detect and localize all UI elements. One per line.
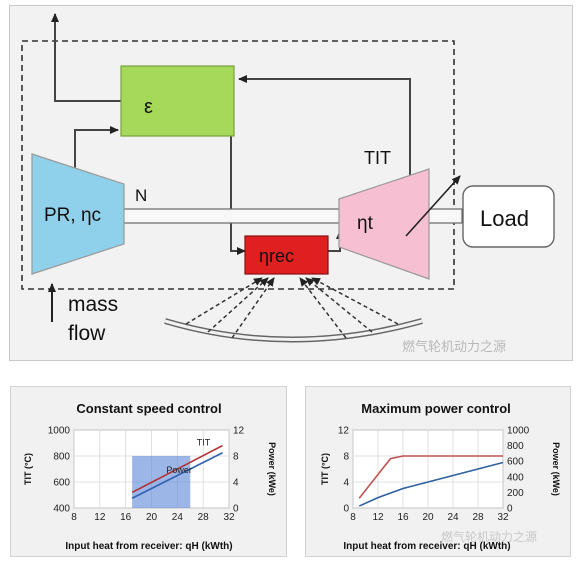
max-power-chart: Maximum power control Input heat from re… <box>320 401 561 552</box>
y-right-tick-label: 200 <box>507 488 524 499</box>
power-series-line <box>131 452 223 499</box>
x-tick-label: 16 <box>120 512 132 523</box>
tit-control-arrow <box>405 175 461 237</box>
compressor-to-recuperator-arrow <box>74 126 119 181</box>
chart-title: Maximum power control <box>361 401 511 416</box>
y-right-tick-label: 1000 <box>507 426 530 437</box>
shaded-operating-region <box>132 456 191 508</box>
x-tick-label: 16 <box>397 512 409 523</box>
y-right-tick-label: 8 <box>233 452 239 463</box>
receiver-to-turbine-arrow <box>328 230 344 252</box>
chart-title: Constant speed control <box>76 401 221 416</box>
y-axis-left-label: TIT (°C) <box>320 453 330 485</box>
x-tick-label: 20 <box>422 512 434 523</box>
y-left-tick-label: 8 <box>343 452 349 463</box>
recuperator <box>120 65 235 137</box>
y-right-tick-label: 12 <box>233 426 245 437</box>
y-axis-right-label: Power (kWe) <box>551 442 561 496</box>
x-tick-label: 24 <box>172 512 184 523</box>
x-tick-label: 24 <box>447 512 459 523</box>
recuperator-to-receiver-arrow <box>230 136 246 255</box>
cycle-schematic-panel: PR, ηc ε ηt TIT N Load ηrec <box>9 5 573 361</box>
y-left-tick-label: 4 <box>343 478 349 489</box>
series-line <box>358 455 503 499</box>
y-axis-right-label: Power (kWe) <box>267 442 277 496</box>
y-left-tick-label: 400 <box>53 504 70 515</box>
receiver <box>244 235 329 275</box>
compressor-label: PR, ηc <box>44 205 101 226</box>
y-left-tick-label: 800 <box>53 452 70 463</box>
x-axis-label: Input heat from receiver: qH (kWth) <box>65 541 232 552</box>
turbine <box>338 168 430 280</box>
x-tick-label: 8 <box>71 512 77 523</box>
y-right-tick-label: 0 <box>507 504 513 515</box>
mass-flow-label: mass flow <box>68 293 124 345</box>
tit-series-line <box>131 444 223 494</box>
y-axis-left-label: TIT (°C) <box>23 453 33 485</box>
x-tick-label: 12 <box>94 512 106 523</box>
y-right-tick-label: 4 <box>233 478 239 489</box>
tit-label: TIT <box>364 148 391 168</box>
y-right-tick-label: 600 <box>507 457 524 468</box>
load-label: Load <box>480 206 529 231</box>
system-boundary <box>21 40 455 290</box>
sun-rays <box>185 277 399 339</box>
watermark: 燃气轮机动力之源 <box>441 529 537 544</box>
turbine-label: ηt <box>357 213 374 234</box>
recuperator-label: ε <box>144 96 153 118</box>
turbine-exhaust-arrow <box>238 75 411 194</box>
exhaust-flow-arrow <box>51 13 131 102</box>
y-left-tick-label: 0 <box>343 504 349 515</box>
max-power-chart-panel: Maximum power control Input heat from re… <box>305 386 571 557</box>
dish-reflector-inner <box>164 319 423 341</box>
y-right-tick-label: 0 <box>233 504 239 515</box>
mass-flow-label-line2: flow <box>68 322 106 345</box>
shaft-label: N <box>135 186 147 205</box>
constant-speed-chart: Constant speed control Input heat from r… <box>23 401 277 552</box>
cycle-schematic: PR, ηc ε ηt TIT N Load ηrec <box>21 13 555 354</box>
y-left-tick-label: 12 <box>338 426 350 437</box>
x-tick-label: 12 <box>372 512 384 523</box>
x-tick-label: 8 <box>350 512 356 523</box>
receiver-label: ηrec <box>259 246 294 266</box>
series-line <box>358 461 504 507</box>
y-right-tick-label: 800 <box>507 441 524 452</box>
x-tick-label: 32 <box>497 512 509 523</box>
mass-flow-label-line1: mass <box>68 293 118 316</box>
constant-speed-chart-panel: Constant speed control Input heat from r… <box>10 386 287 557</box>
x-axis-label: Input heat from receiver: qH (kWth) <box>343 541 510 552</box>
x-tick-label: 20 <box>146 512 158 523</box>
load-box <box>462 185 555 248</box>
x-tick-label: 32 <box>223 512 235 523</box>
compressor <box>31 153 125 275</box>
y-right-tick-label: 400 <box>507 472 524 483</box>
y-left-tick-label: 600 <box>53 478 70 489</box>
x-tick-label: 28 <box>472 512 484 523</box>
y-left-tick-label: 1000 <box>48 426 71 437</box>
tit-series-label: TIT <box>197 438 211 448</box>
watermark: 燃气轮机动力之源 <box>402 339 506 354</box>
x-tick-label: 28 <box>198 512 210 523</box>
power-series-label: Power <box>166 465 192 475</box>
